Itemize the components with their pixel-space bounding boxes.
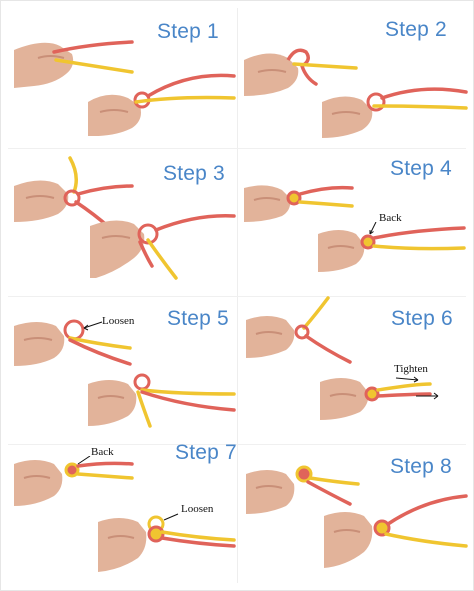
- step-5-photo-b: [88, 372, 236, 432]
- step-7-title: Step 7: [175, 441, 237, 464]
- step-2-photo-b: [322, 86, 468, 140]
- step-7-photo-a: [14, 456, 138, 510]
- step-7-photo-b: [98, 510, 236, 576]
- step-1-title: Step 1: [157, 20, 219, 43]
- annotation-loosen-step5: Loosen: [102, 315, 135, 327]
- step-4-photo-a: [244, 182, 354, 222]
- step-4-photo-b: [318, 222, 468, 274]
- step-3-title: Step 3: [163, 162, 225, 185]
- annotation-back-step7: Back: [91, 446, 114, 458]
- row-divider: [8, 444, 466, 445]
- step-8-title: Step 8: [390, 455, 452, 478]
- step-1-photo-b: [88, 72, 236, 140]
- step-5-title: Step 5: [167, 307, 229, 330]
- pointer-arrow-icon: [369, 230, 374, 235]
- step-5-photo-a: [14, 316, 134, 372]
- annotation-loosen-step7: Loosen: [181, 503, 214, 515]
- annotation-tighten-step6: Tighten: [394, 363, 428, 375]
- step-3-photo-b: [90, 206, 236, 284]
- step-6-photo-b: [320, 372, 468, 424]
- step-4-title: Step 4: [390, 157, 452, 180]
- annotation-back-step4: Back: [379, 212, 402, 224]
- step-1-photo-a: [14, 28, 134, 90]
- step-8-photo-b: [324, 494, 468, 576]
- step-2-title: Step 2: [385, 18, 447, 41]
- row-divider: [8, 148, 466, 149]
- step-8-photo-a: [246, 460, 360, 514]
- step-6-photo-a: [246, 296, 356, 368]
- step-2-photo-a: [244, 40, 358, 96]
- step-6-title: Step 6: [391, 307, 453, 330]
- row-divider: [8, 296, 466, 297]
- column-divider: [237, 8, 238, 583]
